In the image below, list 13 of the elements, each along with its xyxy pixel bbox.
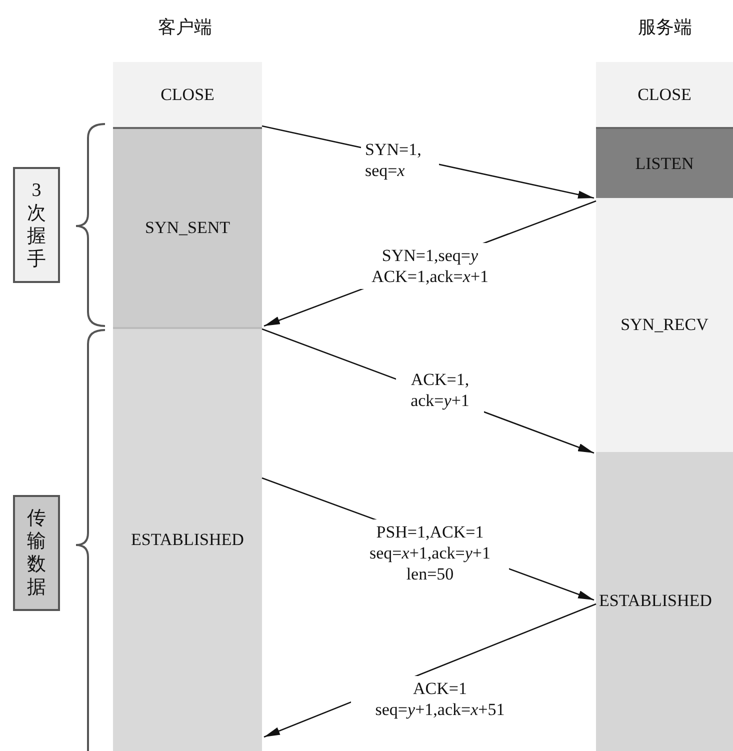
state-band: CLOSE	[113, 62, 262, 127]
state-band: ESTABLISHED	[596, 452, 733, 751]
column-heading: 服务端	[638, 16, 692, 39]
column-heading: 客户端	[158, 16, 212, 39]
state-band: SYN_SENT	[113, 127, 262, 327]
state-band: LISTEN	[596, 127, 733, 198]
phase-box	[13, 167, 60, 283]
phase-text: 3次握手	[26, 179, 46, 271]
phase-box	[13, 495, 60, 611]
state-band: ESTABLISHED	[113, 327, 262, 751]
state-band: CLOSE	[596, 62, 733, 127]
phase-text: 传输数据	[26, 507, 46, 599]
state-band: SYN_RECV	[596, 198, 733, 452]
